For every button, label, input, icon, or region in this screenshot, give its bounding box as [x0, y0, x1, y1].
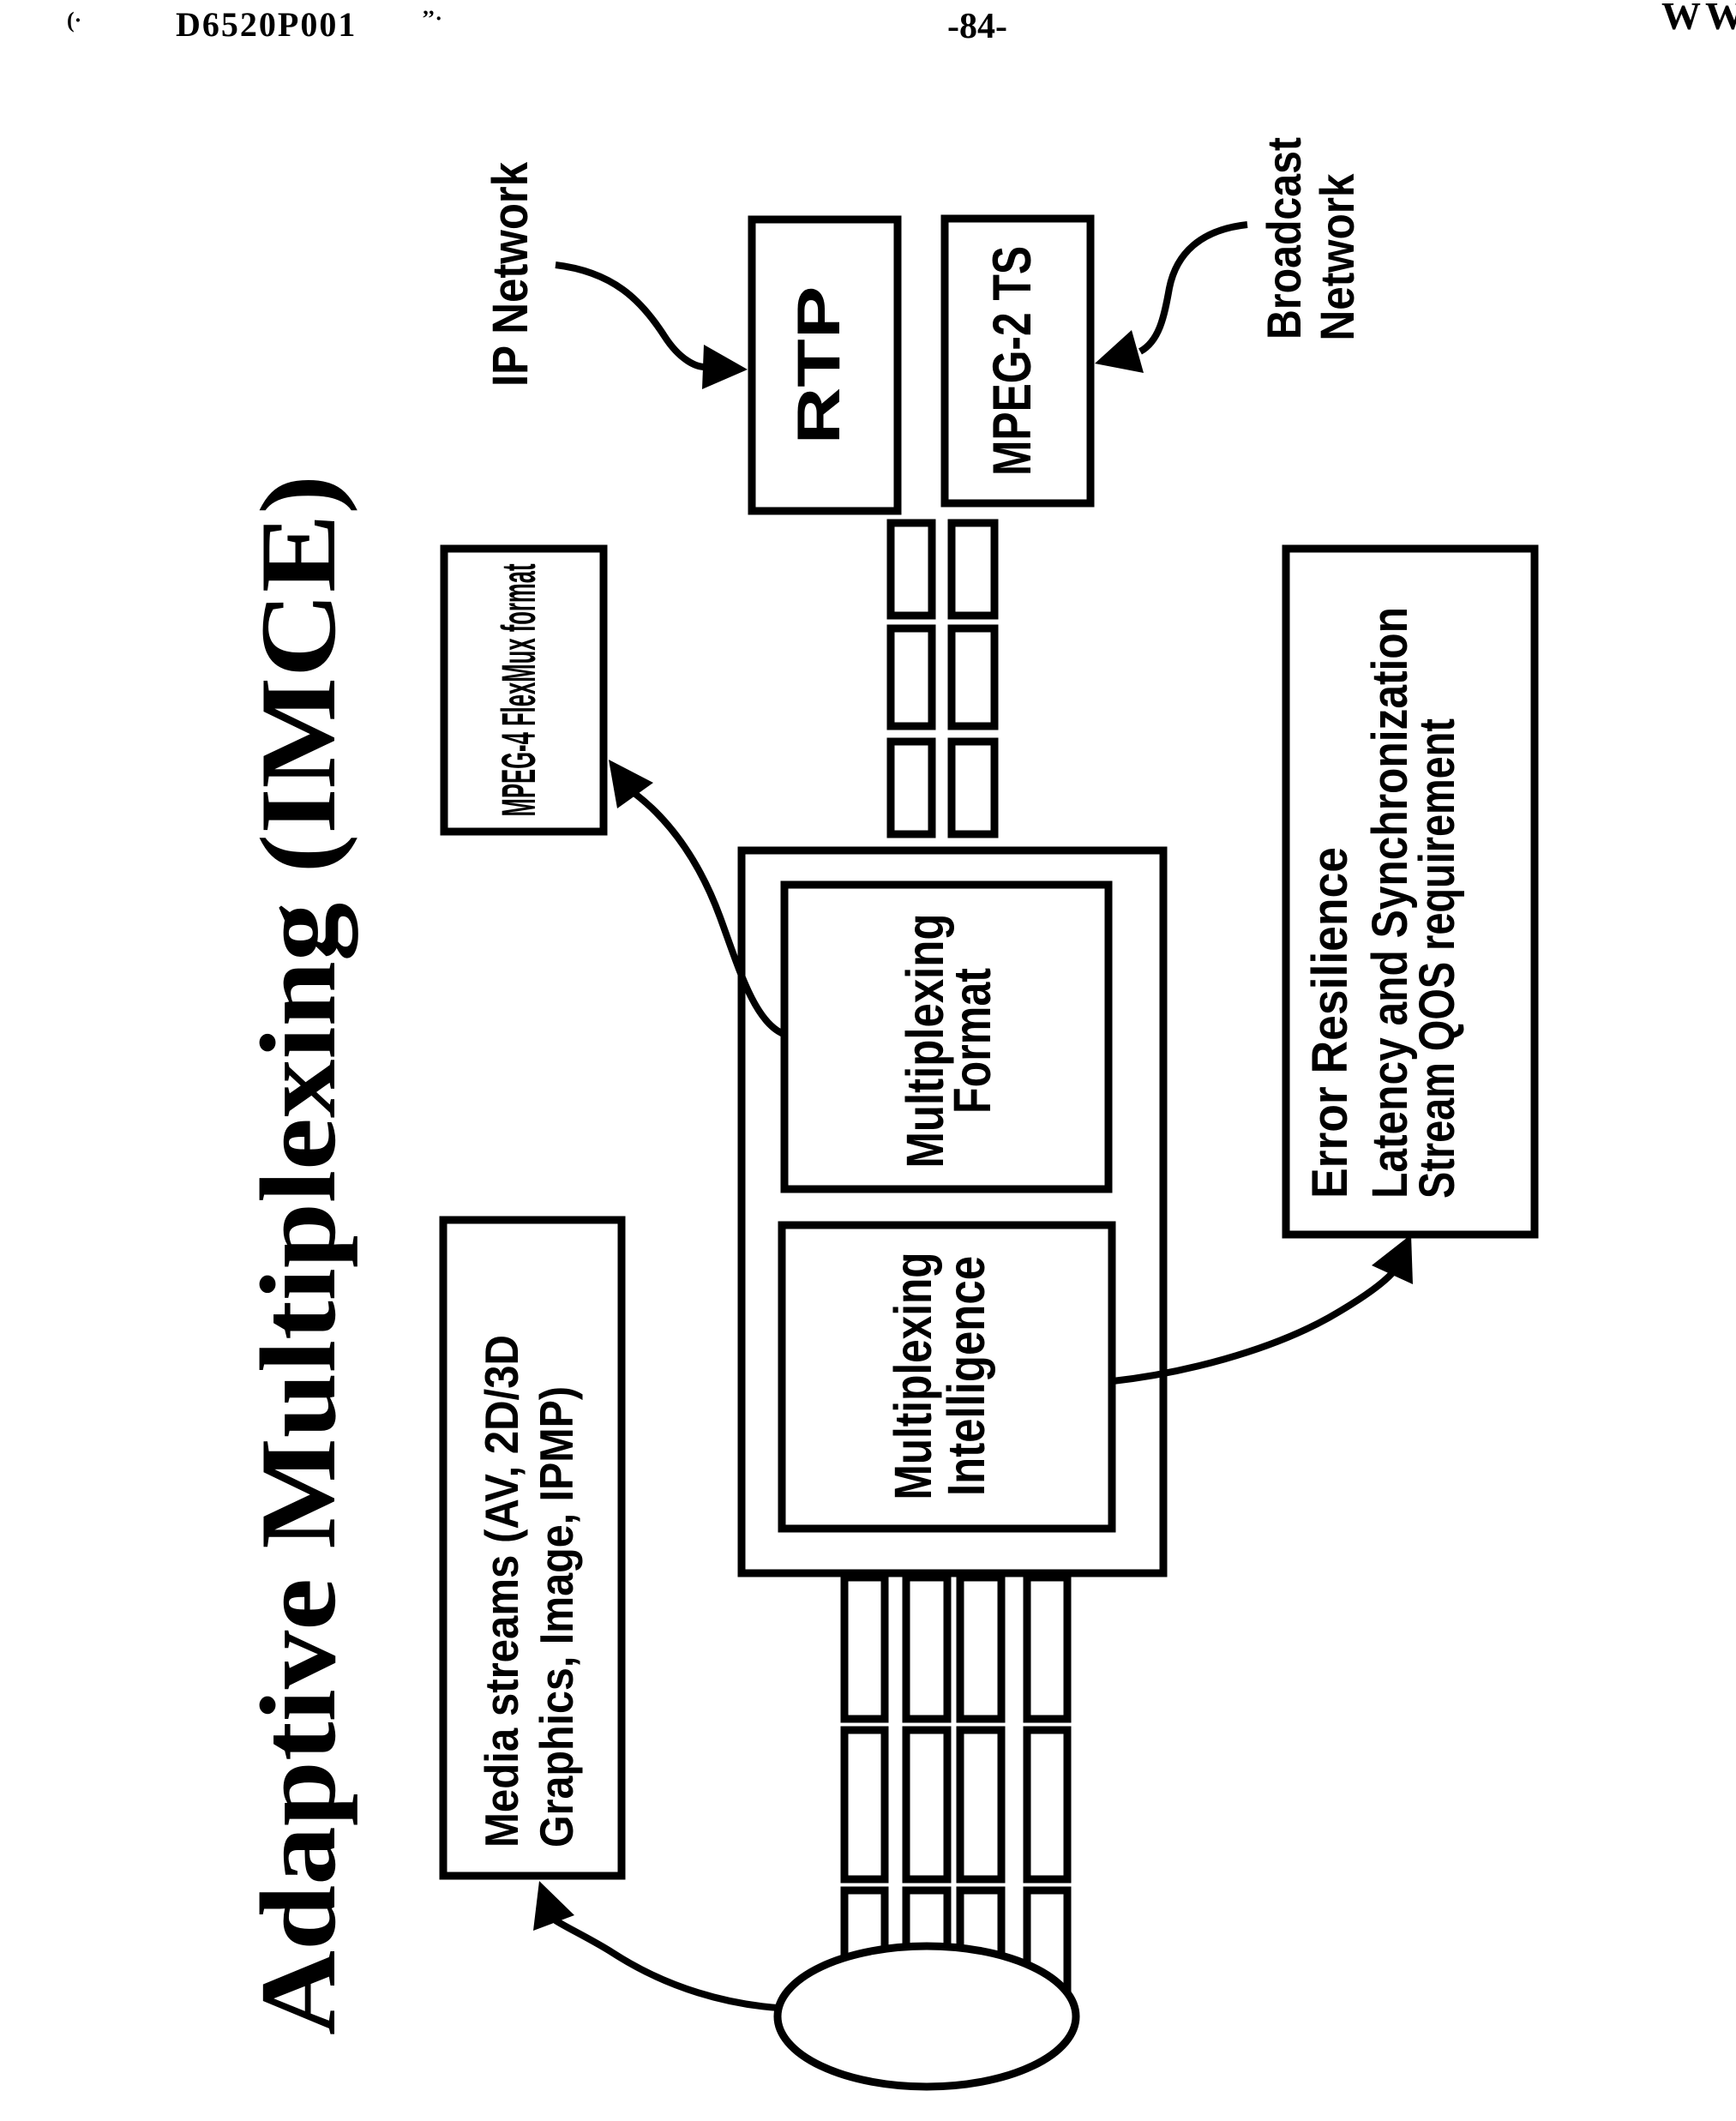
requirements-label-line3: Stream QOS requirement	[1409, 718, 1464, 1199]
arrow-curve	[1140, 225, 1247, 351]
stream-cell	[960, 1577, 1001, 1719]
flexmux-label: MPEG-4 FlexMux format	[492, 564, 545, 817]
broadcast-network-arrow	[1095, 225, 1247, 373]
rtp-label: RTP	[785, 286, 852, 445]
ellipse-to-media-streams-arrow	[533, 1881, 778, 2008]
header-corner-text: WWS	[1661, 0, 1736, 38]
multiplexing-intelligence-label-line1: Multiplexing	[885, 1253, 943, 1500]
ip-network-arrow	[556, 265, 748, 389]
broadcast-network-label-line2: Network	[1311, 173, 1364, 340]
scan-artifact-left-mark: (·	[67, 8, 81, 33]
output-stream-connectors	[891, 523, 994, 834]
arrow-curve	[556, 1920, 778, 2008]
stream-cell	[952, 628, 994, 726]
mpeg2ts-label: MPEG-2 TS	[982, 246, 1042, 476]
media-streams-label-line2: Graphics, Image, IPMP)	[531, 1386, 584, 1848]
stream-cell	[1027, 1577, 1067, 1719]
stream-cell	[844, 1730, 885, 1879]
stream-cell	[891, 523, 932, 616]
multiplexing-intelligence-label-line2: Intelligence	[938, 1256, 996, 1496]
stream-cell	[891, 742, 932, 834]
stream-cell	[960, 1730, 1001, 1879]
arrowhead	[702, 345, 748, 389]
stream-cell	[952, 523, 994, 616]
stream-cell	[891, 628, 932, 726]
stream-cell	[1027, 1730, 1067, 1879]
media-streams-label-line1: Media streams (AV, 2D/3D	[476, 1335, 529, 1848]
figure-title: Adaptive Multiplexing (IMCE)	[239, 475, 358, 2035]
requirements-label-line1: Error Resilience	[1301, 847, 1357, 1199]
broadcast-network-label-line1: Broadcast	[1258, 137, 1311, 339]
multiplexing-format-label-line2: Format	[944, 968, 1002, 1114]
header-docket-number: D6520P001	[176, 5, 357, 44]
arrow-curve	[556, 265, 705, 367]
header-page-number: -84-	[947, 7, 1007, 46]
media-source-ellipse	[778, 1946, 1076, 2087]
stream-cell	[952, 742, 994, 834]
ip-network-label: IP Network	[482, 162, 538, 387]
stream-cell	[906, 1730, 947, 1879]
arrowhead	[1095, 330, 1144, 373]
stream-cell	[844, 1577, 885, 1719]
stream-cell	[906, 1577, 947, 1719]
scan-artifact-after-docket: ’’·	[422, 6, 442, 31]
